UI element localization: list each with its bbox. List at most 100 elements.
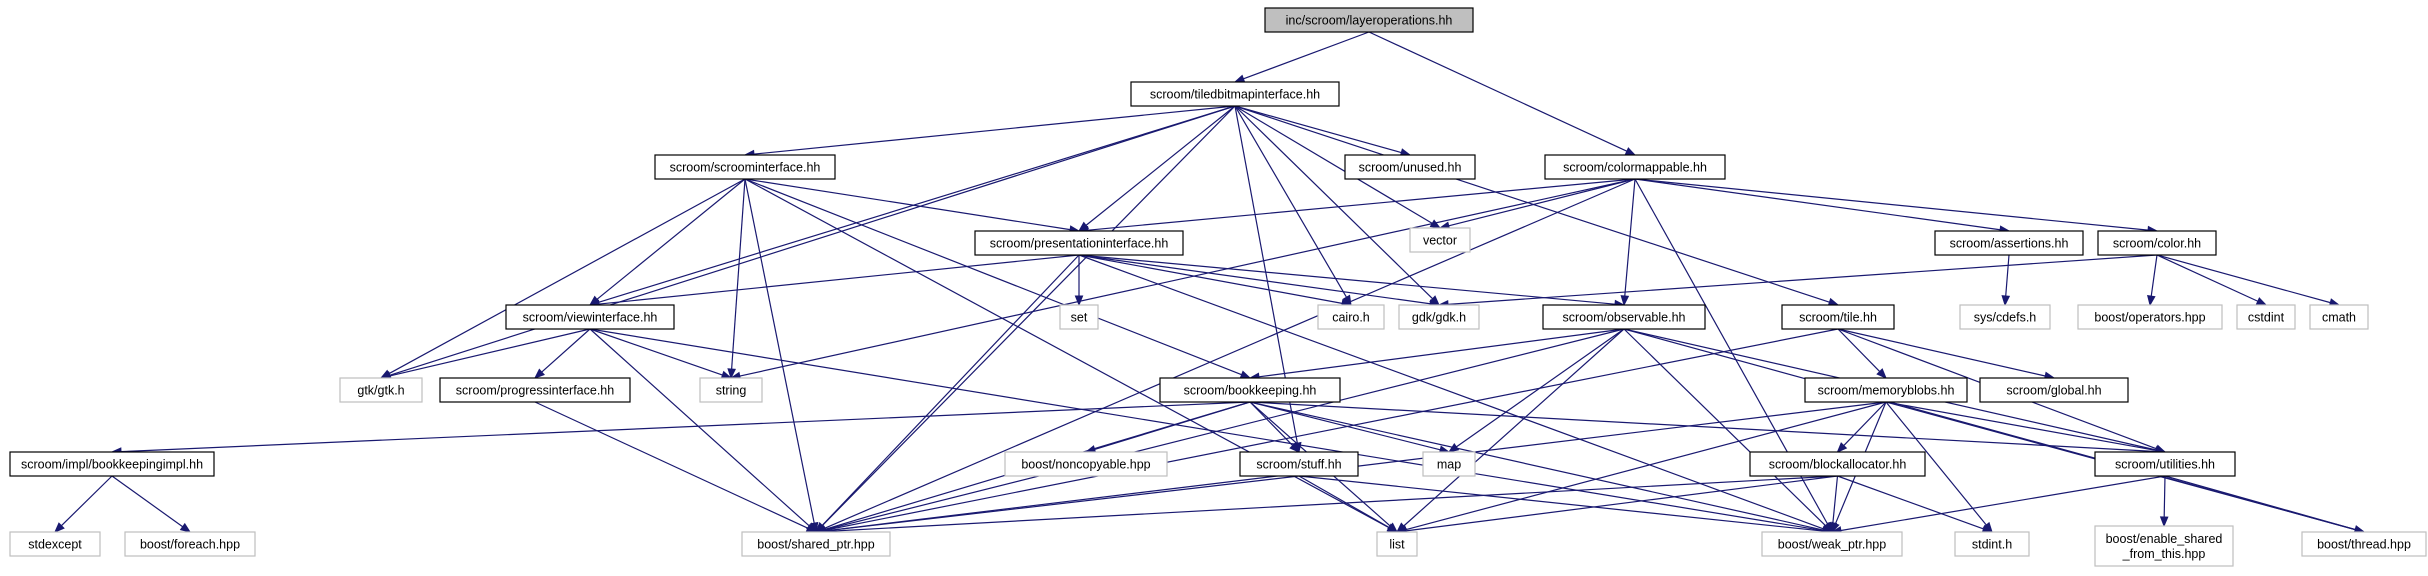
node-bookkeeping[interactable]: scroom/bookkeeping.hh [1159, 377, 1341, 403]
node-box [2077, 304, 2223, 330]
node-stdint: stdint.h [1954, 531, 2030, 557]
edge-observable-to-bookkeeping [1258, 328, 1625, 378]
node-box [1422, 451, 1476, 477]
node-gtk: gtk/gtk.h [339, 377, 423, 403]
edge-bookkeeping-to-bkimpl [120, 401, 1251, 453]
node-box [1130, 81, 1340, 107]
node-blockalloc[interactable]: scroom/blockallocator.hh [1749, 451, 1926, 477]
arrowhead-layerops-to-tiledbitmap [1233, 74, 1246, 83]
node-box [741, 531, 891, 557]
edge-tiledbitmap-to-gdk [1234, 105, 1433, 300]
node-label: scroom/viewinterface.hh [523, 311, 658, 325]
edge-tiledbitmap-to-cairo [1234, 105, 1347, 298]
node-box [1159, 377, 1341, 403]
node-box [9, 451, 215, 477]
node-label: scroom/observable.hh [1563, 311, 1686, 325]
node-label: scroom/memoryblobs.hh [1818, 384, 1955, 398]
node-box [1239, 451, 1359, 477]
node-label: scroom/impl/bookkeepingimpl.hh [21, 458, 203, 472]
node-label: boost/shared_ptr.hpp [757, 538, 874, 552]
node-set: set [1059, 304, 1099, 330]
node-color[interactable]: scroom/color.hh [2097, 230, 2217, 256]
node-global[interactable]: scroom/global.hh [1979, 377, 2129, 403]
node-label: scroom/global.hh [2006, 384, 2101, 398]
edge-stuff-to-sharedptr [824, 475, 1300, 532]
edge-viewinterface-to-string [589, 328, 723, 376]
edge-memoryblobs-to-blockalloc [1843, 401, 1887, 446]
node-assertions[interactable]: scroom/assertions.hh [1934, 230, 2084, 256]
node-label: cmath [2322, 311, 2356, 325]
node-label: boost/weak_ptr.hpp [1778, 538, 1886, 552]
node-layerops[interactable]: inc/scroom/layeroperations.hh [1264, 7, 1474, 33]
node-utilities[interactable]: scroom/utilities.hh [2094, 451, 2236, 477]
edge-viewinterface-to-weakptr [589, 328, 1824, 532]
edge-scroominterface-to-presentation [744, 178, 1071, 231]
node-memoryblobs[interactable]: scroom/memoryblobs.hh [1804, 377, 1968, 403]
edge-presentation-to-gdk [1078, 254, 1431, 305]
node-viewinterface[interactable]: scroom/viewinterface.hh [505, 304, 675, 330]
node-bkimpl[interactable]: scroom/impl/bookkeepingimpl.hh [9, 451, 215, 477]
arrowhead-utilities-to-enableshared [2159, 516, 2169, 528]
node-unused[interactable]: scroom/unused.hh [1344, 154, 1476, 180]
edge-colormappable-to-color [1634, 178, 2149, 231]
arrowhead-bkimpl-to-foreach [179, 522, 192, 533]
node-scroominterface[interactable]: scroom/scroominterface.hh [654, 154, 836, 180]
node-label: scroom/tiledbitmapinterface.hh [1150, 88, 1320, 102]
edge-viewinterface-to-gtk [389, 328, 591, 377]
node-box [1979, 377, 2129, 403]
edge-blockalloc-to-list [1405, 475, 1838, 532]
node-cmath: cmath [2309, 304, 2369, 330]
node-tiledbitmap[interactable]: scroom/tiledbitmapinterface.hh [1130, 81, 1340, 107]
node-sharedptr: boost/shared_ptr.hpp [741, 531, 891, 557]
node-box [339, 377, 423, 403]
edge-memoryblobs-to-stdint [1885, 401, 1987, 526]
node-label: boost/operators.hpp [2094, 311, 2205, 325]
node-label: cairo.h [1332, 311, 1370, 325]
node-label: scroom/unused.hh [1359, 161, 1462, 175]
node-box [2094, 451, 2236, 477]
node-label: scroom/presentationinterface.hh [990, 237, 1169, 251]
node-box [1004, 451, 1168, 477]
edge-color-to-boostops [2150, 254, 2158, 297]
node-enableshared: boost/enable_shared_from_this.hpp [2094, 525, 2234, 567]
node-label: scroom/progressinterface.hh [456, 384, 614, 398]
edge-tiledbitmap-to-tile [1234, 105, 1830, 303]
edge-presentation-to-observable [1078, 254, 1616, 305]
edge-scroominterface-to-gtk [388, 178, 746, 375]
edge-scroominterface-to-viewinterface [596, 178, 746, 300]
node-label: scroom/colormappable.hh [1563, 161, 1707, 175]
node-label: scroom/color.hh [2113, 237, 2201, 251]
edge-bookkeeping-to-utilities [1249, 401, 2157, 453]
node-observable[interactable]: scroom/observable.hh [1542, 304, 1706, 330]
node-box [699, 377, 763, 403]
node-label: boost/foreach.hpp [140, 538, 240, 552]
arrowhead-scroominterface-to-string [727, 368, 736, 380]
node-cairo: cairo.h [1317, 304, 1385, 330]
edge-bookkeeping-to-map [1249, 401, 1441, 451]
node-colormappable[interactable]: scroom/colormappable.hh [1544, 154, 1726, 180]
node-box [654, 154, 836, 180]
node-box [1959, 304, 2051, 330]
node-box [974, 230, 1184, 256]
node-label: stdint.h [1972, 538, 2012, 552]
node-label: cstdint [2248, 311, 2285, 325]
node-stuff[interactable]: scroom/stuff.hh [1239, 451, 1359, 477]
node-progress[interactable]: scroom/progressinterface.hh [439, 377, 631, 403]
node-label: scroom/tile.hh [1799, 311, 1877, 325]
edge-colormappable-to-vector [1448, 178, 1636, 227]
edge-tiledbitmap-to-viewinterface [598, 105, 1236, 303]
node-label: list [1389, 538, 1405, 552]
node-presentation[interactable]: scroom/presentationinterface.hh [974, 230, 1184, 256]
node-box [1934, 230, 2084, 256]
node-label: gdk/gdk.h [1412, 311, 1466, 325]
node-box [1804, 377, 1968, 403]
node-box [2309, 304, 2369, 330]
node-box [2097, 230, 2217, 256]
edge-color-to-cstdint [2156, 254, 2259, 302]
node-box [1344, 154, 1476, 180]
node-label: set [1071, 311, 1088, 325]
node-tile[interactable]: scroom/tile.hh [1781, 304, 1895, 330]
node-label: stdexcept [28, 538, 82, 552]
node-label: vector [1423, 234, 1457, 248]
